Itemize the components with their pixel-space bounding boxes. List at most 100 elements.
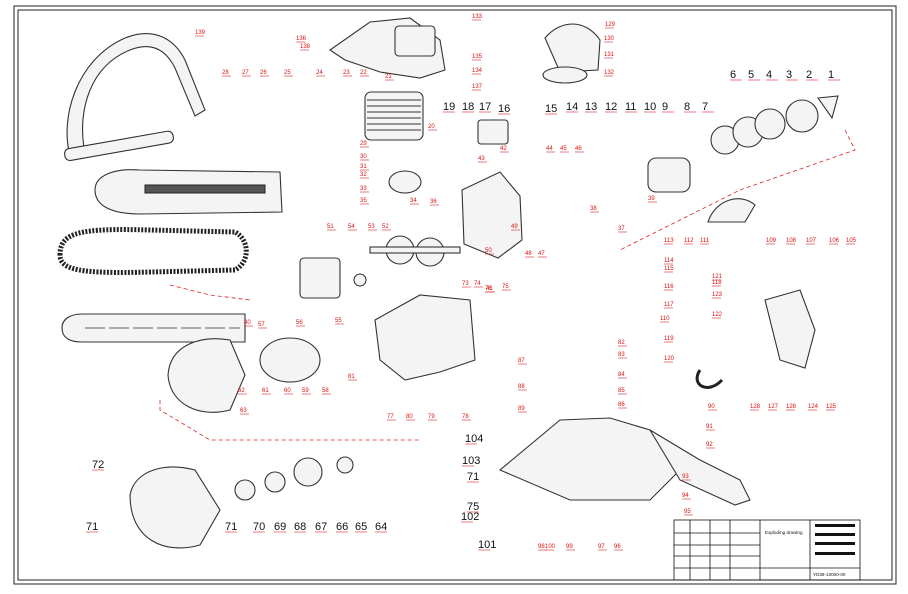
oil-pump-cover <box>647 157 691 193</box>
callout-130: 130 <box>604 36 615 42</box>
callout-24: 24 <box>316 70 323 76</box>
title-text: Exploding drawing <box>765 530 803 535</box>
callout-134: 134 <box>472 68 483 74</box>
callout-90: 90 <box>708 404 715 410</box>
callout-88: 88 <box>518 384 525 390</box>
callout-95: 95 <box>684 509 691 515</box>
callout-69: 69 <box>274 521 286 533</box>
drawing-border <box>13 5 897 585</box>
callout-127: 127 <box>768 404 779 410</box>
callout-137: 137 <box>472 84 483 90</box>
callout-64: 64 <box>375 521 387 533</box>
starter-assembly <box>129 456 354 549</box>
piston <box>388 170 422 194</box>
callout-15: 15 <box>545 103 557 115</box>
cylinder <box>364 91 424 141</box>
callout-116: 116 <box>664 284 674 290</box>
callout-18: 18 <box>462 101 474 113</box>
callout-70: 70 <box>253 521 265 533</box>
chain-brake-assembly <box>695 198 816 389</box>
callout-23: 23 <box>343 70 350 76</box>
callout-72: 72 <box>92 459 104 471</box>
callout-71: 71 <box>86 521 98 533</box>
callout-13: 13 <box>585 101 597 113</box>
callout-51: 51 <box>327 224 334 230</box>
callout-1: 1 <box>828 69 834 81</box>
callout-80: 80 <box>406 414 413 420</box>
main-housing <box>374 294 476 381</box>
callout-45: 45 <box>560 146 567 152</box>
callout-50: 50 <box>485 248 492 254</box>
callout-104: 104 <box>465 433 483 445</box>
callout-136: 136 <box>296 36 307 42</box>
callout-92: 92 <box>706 442 713 448</box>
callout-131: 131 <box>604 52 615 58</box>
callout-35: 35 <box>360 198 367 204</box>
callout-2: 2 <box>806 69 812 81</box>
callout-78: 78 <box>462 414 469 420</box>
callout-31: 31 <box>360 164 367 170</box>
callout-12: 12 <box>605 101 617 113</box>
callout-84: 84 <box>618 372 625 378</box>
callout-11: 11 <box>625 101 636 113</box>
callout-22: 22 <box>360 70 367 76</box>
callout-65: 65 <box>355 521 367 533</box>
air-filter-cover <box>542 23 601 84</box>
crankshaft <box>369 235 461 267</box>
callout-139: 139 <box>195 30 206 36</box>
clutch-group <box>710 95 839 155</box>
callout-27: 27 <box>242 70 249 76</box>
callout-114: 114 <box>664 258 674 264</box>
callout-32: 32 <box>360 172 367 178</box>
callout-133: 133 <box>472 14 483 20</box>
callout-5: 5 <box>748 69 754 81</box>
carburetor <box>477 119 509 145</box>
callout-89: 89 <box>518 406 525 412</box>
callout-93: 93 <box>682 474 689 480</box>
callout-83: 83 <box>618 352 625 358</box>
callout-124: 124 <box>808 404 819 410</box>
callout-4: 4 <box>766 69 772 81</box>
callout-48: 48 <box>525 251 532 257</box>
callout-54: 54 <box>348 224 355 230</box>
assembly-line-2 <box>619 129 856 251</box>
callout-68: 68 <box>294 521 306 533</box>
crankcase <box>461 171 523 259</box>
callout-123: 123 <box>712 292 723 298</box>
callout-91: 91 <box>706 424 713 430</box>
fan-housing <box>167 338 246 413</box>
callout-101: 101 <box>478 539 496 551</box>
callout-135: 135 <box>472 54 483 60</box>
callout-30: 30 <box>360 154 367 160</box>
callout-128: 128 <box>750 404 761 410</box>
callout-63: 63 <box>240 408 247 414</box>
callout-10: 10 <box>644 101 656 113</box>
callout-122: 122 <box>712 312 723 318</box>
callout-121: 121 <box>712 274 723 280</box>
callout-49: 49 <box>511 224 518 230</box>
assembly-line-3 <box>169 284 251 301</box>
callout-20: 20 <box>428 124 435 130</box>
callout-117: 117 <box>664 302 674 308</box>
drawing-number: YD38-10000-00 <box>813 572 846 577</box>
callout-17: 17 <box>479 101 491 113</box>
callout-39: 39 <box>648 196 655 202</box>
callout-28: 28 <box>222 70 229 76</box>
callout-138: 138 <box>300 44 311 50</box>
callout-98: 98 <box>538 544 545 550</box>
callout-47: 47 <box>538 251 545 257</box>
callout-57: 57 <box>258 322 265 328</box>
callout-125: 125 <box>826 404 837 410</box>
callout-112: 112 <box>684 238 694 244</box>
ignition-flywheel <box>259 257 367 383</box>
title-block: Exploding drawing YD38-10000-00 <box>673 519 861 581</box>
callout-75: 75 <box>467 501 479 513</box>
callout-129: 129 <box>605 22 616 28</box>
callout-40: 40 <box>244 320 251 326</box>
callout-3: 3 <box>786 69 792 81</box>
drawing-inner-border <box>17 9 893 581</box>
callout-102: 102 <box>461 511 479 523</box>
callout-132: 132 <box>604 70 615 76</box>
callout-77: 77 <box>387 414 394 420</box>
